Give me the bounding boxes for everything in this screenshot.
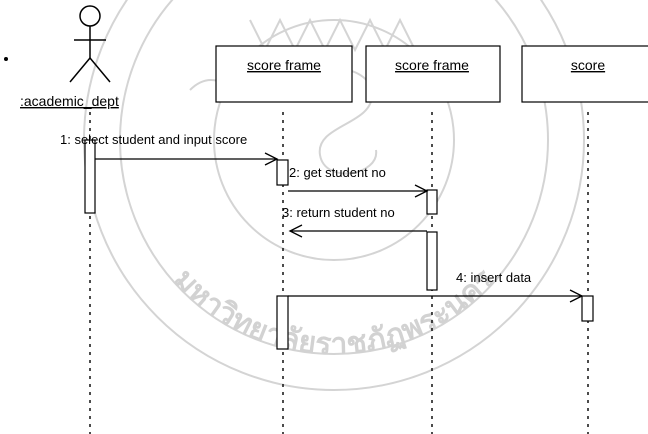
message-3-label: 3: return student no xyxy=(282,205,395,220)
message-3-arrow xyxy=(288,224,427,238)
message-2-label: 2: get student no xyxy=(289,165,386,180)
message-4-arrow xyxy=(288,289,584,303)
message-1-label: 1: select student and input score xyxy=(60,132,247,147)
object-box-score-frame-2[interactable]: score frame xyxy=(365,45,501,103)
message-1-arrow xyxy=(95,152,279,166)
activation-frame2-a xyxy=(426,189,438,215)
activation-frame2-b xyxy=(426,231,438,291)
activation-frame1-a xyxy=(276,159,289,186)
actor-name: :academic_dept xyxy=(20,93,119,109)
activation-actor xyxy=(84,139,96,214)
object-box-score-frame-1[interactable]: score frame xyxy=(215,45,353,103)
object-label: score frame xyxy=(247,57,321,73)
watermark-seal xyxy=(83,0,585,391)
bullet-dot xyxy=(4,57,8,61)
activation-score xyxy=(581,295,594,322)
activation-frame1-b xyxy=(276,295,289,350)
object-box-score[interactable]: score xyxy=(521,45,648,103)
message-2-arrow xyxy=(288,184,429,198)
stick-figure-actor-icon xyxy=(69,5,111,83)
object-label: score xyxy=(571,57,605,73)
activation-bars xyxy=(84,139,594,350)
message-4-label: 4: insert data xyxy=(456,270,532,285)
watermark-text: มหาวิทยาลัยราชภัฏพระนคร xyxy=(167,262,502,362)
object-label: score frame xyxy=(395,57,469,73)
